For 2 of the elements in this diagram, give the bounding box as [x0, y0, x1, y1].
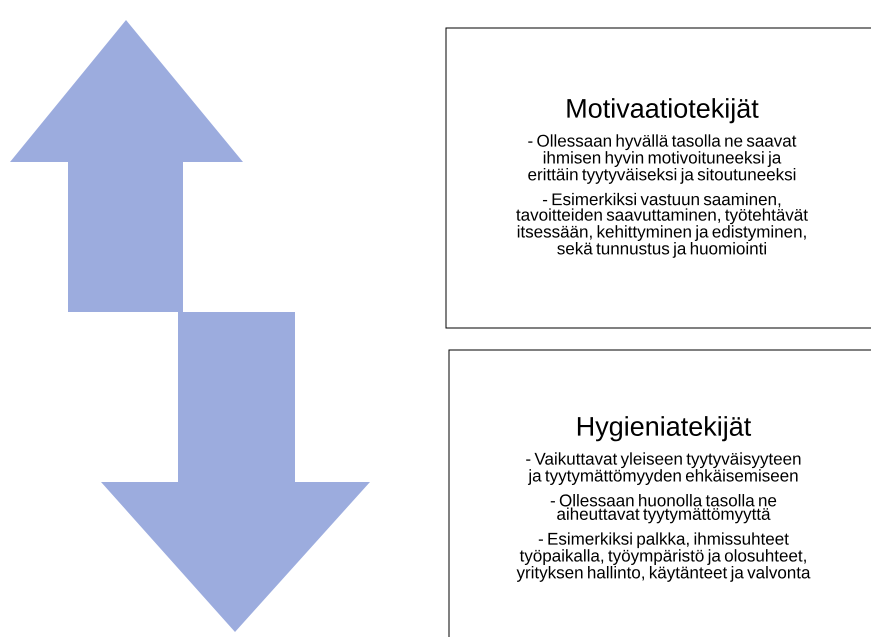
text-box: Hygieniatekijät - Vaikuttavat yleiseen tyytyväisyyteen ja tyytymättömyyden ehkäisemiseen - Ollessaan huonolla tasolla ne aiheuttavat tyytymättömyyttä - Esimerkiksi palkka, ihmissuhteet työpaikalla, työympäristö ja olosuhteet, yrityksen hallinto, käytänteet ja valvonta [448, 349, 871, 637]
text-box: Motivaatiotekijät - Ollessaan hyvällä tasolla ne saavat ihmisen hyvin motivoituneeksi ja erittäin tyytyväiseksi ja sitoutuneeksi - Esimerkiksi vastuun saaminen, tavoitteiden saavuttaminen, työtehtävät itsessään, kehittyminen ja edistyminen, sekä tunnustus ja huomiointi [446, 28, 871, 328]
